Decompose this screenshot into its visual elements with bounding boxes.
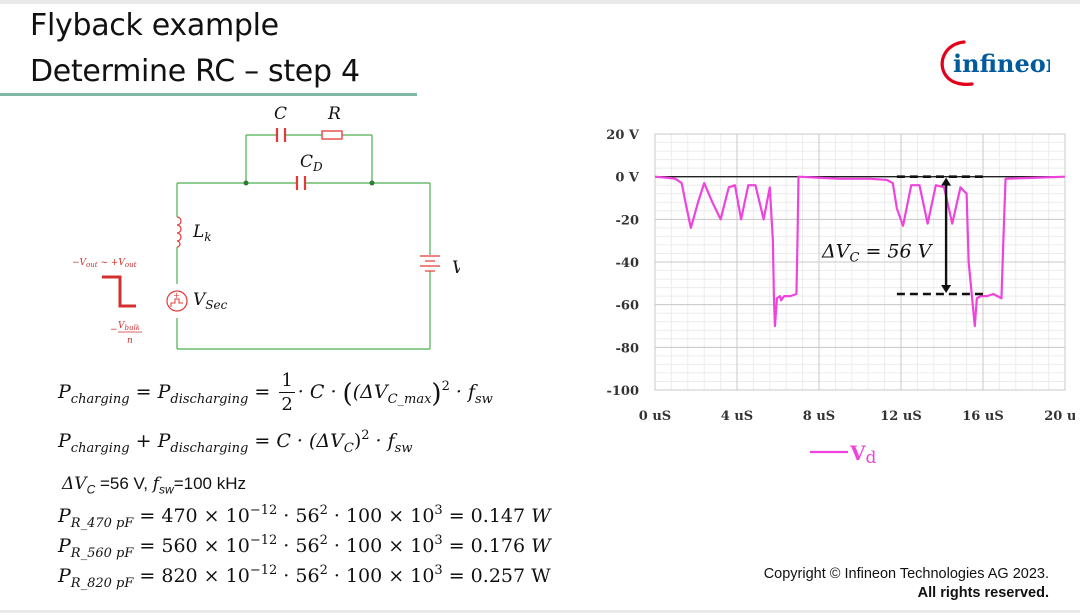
y-tick-label: 0 V xyxy=(615,171,640,186)
waveform-bottom-num: Vbulk xyxy=(118,321,140,332)
source-vsec-symbol: + xyxy=(166,290,188,312)
arrow-head-up xyxy=(941,177,952,186)
equation-charging-plus-discharging: Pcharging + Pdischarging = C · (ΔVC)2 · … xyxy=(58,428,413,456)
result-560pf: PR_560 pF = 560 × 10−12 · 562 · 100 × 10… xyxy=(58,533,551,561)
vd-waveform-chart: 20 V 0 V -20 -40 -60 -80 -100 0 uS 4 uS 8 uS 12 u… xyxy=(606,128,1075,468)
x-axis-ticks: 0 uS 4 uS 8 uS 12 uS 16 uS 20 uS xyxy=(639,409,1075,424)
parameters-line: ΔVC =56 V, fsw=100 kHz xyxy=(62,474,247,497)
x-tick-label: 16 uS xyxy=(962,409,1003,424)
capacitor-c-symbol xyxy=(275,128,287,142)
flyback-snubber-circuit: + C R CD Lk VSec Vout −Vout ~ +Vout − Vb… xyxy=(72,104,460,350)
chart-legend: Vd xyxy=(810,441,877,468)
y-tick-label: -20 xyxy=(616,213,640,228)
inductor-lk-symbol xyxy=(176,216,182,248)
delta-vc-annotation: ΔVC = 56 V xyxy=(821,175,988,296)
slide: Flyback example Determine RC – step 4 in… xyxy=(0,4,1080,610)
resistor-r-symbol xyxy=(321,130,343,140)
waveform-top-label: −Vout ~ +Vout xyxy=(72,258,137,269)
svg-text:+: + xyxy=(173,291,180,300)
slide-title-line2: Determine RC – step 4 xyxy=(30,54,360,89)
y-tick-label: -60 xyxy=(616,299,640,314)
slide-title-line1: Flyback example xyxy=(30,8,279,43)
label-r: R xyxy=(327,104,341,124)
annotation-label: ΔVC = 56 V xyxy=(821,241,934,266)
legend-label-vd: Vd xyxy=(849,441,877,468)
label-vout: Vout xyxy=(452,258,460,280)
y-tick-label: 20 V xyxy=(606,128,640,143)
waveform-bottom-minus: − xyxy=(110,325,118,335)
label-c: C xyxy=(274,104,287,124)
arrow-head-down xyxy=(941,285,952,293)
y-tick-label: -80 xyxy=(616,341,640,356)
x-tick-label: 4 uS xyxy=(721,409,753,424)
y-tick-label: -40 xyxy=(616,256,640,271)
copyright-line2: All rights reserved. xyxy=(917,585,1049,601)
copyright-notice: Copyright © Infineon Technologies AG 202… xyxy=(764,565,1049,603)
title-underline xyxy=(0,93,417,96)
junction-node xyxy=(243,180,249,186)
label-cd: CD xyxy=(300,152,323,174)
result-820pf: PR_820 pF = 820 × 10−12 · 562 · 100 × 10… xyxy=(58,563,551,591)
result-470pf: PR_470 pF = 470 × 10−12 · 562 · 100 × 10… xyxy=(58,503,551,531)
logo-swoosh xyxy=(940,40,974,86)
series-vd-line xyxy=(654,175,1066,328)
waveform-bottom-den: n xyxy=(127,336,133,346)
x-tick-label: 12 uS xyxy=(880,409,921,424)
y-axis-ticks: 20 V 0 V -20 -40 -60 -80 -100 xyxy=(606,128,640,399)
waveform-step-symbol xyxy=(102,275,136,308)
infineon-logo: infineon xyxy=(940,40,1050,86)
x-tick-label: 0 uS xyxy=(639,409,671,424)
label-vsec: VSec xyxy=(193,290,228,312)
x-tick-label: 20 uS xyxy=(1044,409,1075,424)
capacitor-cd-symbol xyxy=(295,176,307,190)
logo-text: infineon xyxy=(953,49,1050,78)
x-tick-label: 8 uS xyxy=(803,409,835,424)
copyright-line1: Copyright © Infineon Technologies AG 202… xyxy=(763,566,1049,582)
junction-node xyxy=(369,180,375,186)
y-tick-label: -100 xyxy=(606,384,639,399)
label-lk: Lk xyxy=(192,222,212,244)
battery-vout-symbol xyxy=(420,255,440,272)
